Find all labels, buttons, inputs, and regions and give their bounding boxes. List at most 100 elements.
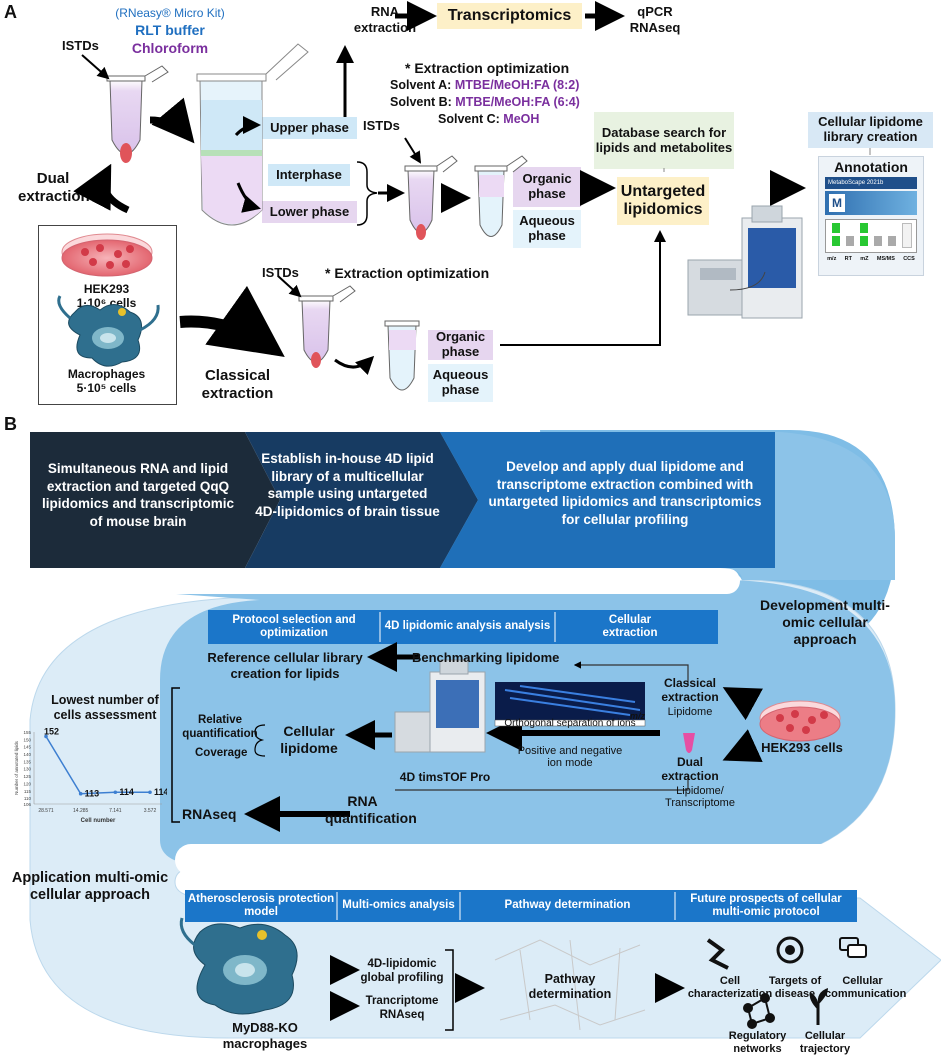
rnaseq-label: RNAseq xyxy=(182,806,237,822)
coverage-label: Coverage xyxy=(195,747,248,759)
tube-3 xyxy=(474,155,528,237)
chevron-1-text: Simultaneous RNA and lipid extraction an… xyxy=(41,461,235,529)
tube-1 xyxy=(81,54,169,163)
metaboscape-bar: MetaboScape 2021b xyxy=(825,177,917,189)
ms-instrument xyxy=(687,205,803,319)
hek-cells-label: HEK293 cells xyxy=(761,740,843,755)
benchmarking-label: Benchmarking lipidome xyxy=(412,650,560,665)
header-cellular-extraction: Cellular extraction xyxy=(602,613,658,639)
transcriptomics-box: Transcriptomics xyxy=(437,3,582,29)
organic-phase-box-2: Organic phase xyxy=(428,329,493,360)
big-tube xyxy=(196,43,309,226)
myd88-label: MyD88-KO macrophages xyxy=(222,1020,308,1051)
classical-lipidome: Lipidome xyxy=(667,706,713,718)
macrophage-icon xyxy=(57,295,160,367)
transcriptome-label: Trancriptome RNAseq xyxy=(365,995,439,1021)
lipidome-library-box: Cellular lipidome library creation xyxy=(808,112,933,148)
chart-point xyxy=(44,734,48,739)
kit-label: (RNeasy® Micro Kit) xyxy=(115,6,225,20)
header-future: Future prospects of cellular multi-omic … xyxy=(690,892,842,918)
chart-data-label: 114 xyxy=(119,787,134,797)
chart-y-tick: 130 xyxy=(23,767,31,772)
chart-x-label: Cell number xyxy=(81,818,116,824)
solvent-b: Solvent B: MTBE/MeOH:FA (6:4) xyxy=(390,95,580,109)
interphase-box: Interphase xyxy=(268,164,350,186)
chart-x-tick: 14.285 xyxy=(73,808,89,814)
chart-data-label: 114 xyxy=(154,787,167,797)
chart-x-tick: 3.572 xyxy=(144,808,157,814)
lowest-cells-title: Lowest number of cells assessment xyxy=(51,693,159,722)
panel-b-graphics xyxy=(29,430,941,1039)
chart-y-tick: 135 xyxy=(23,759,31,764)
lower-phase-box: Lower phase xyxy=(262,201,357,223)
chart-y-tick: 140 xyxy=(23,752,31,757)
prospect-targets: Targets of disease xyxy=(768,975,822,1001)
hek-dish-icon-b xyxy=(759,700,841,742)
chart-y-label: Number of annotated lipids xyxy=(14,740,19,795)
istds-label-2: ISTDs xyxy=(363,118,400,133)
annotation-title: Annotation xyxy=(834,159,908,175)
network-icon xyxy=(743,993,775,1029)
tube-4 xyxy=(277,275,356,368)
header-multi-omics: Multi-omics analysis xyxy=(342,899,455,912)
pathway-label: Pathway determination xyxy=(528,972,612,1001)
panel-a-graphics xyxy=(57,1,871,391)
profiling-label: 4D-lipidomic global profiling xyxy=(360,958,444,984)
chart-data-label: 152 xyxy=(44,726,59,736)
organic-phase-box-1: Organic phase xyxy=(513,167,581,207)
chart-y-tick: 120 xyxy=(23,781,31,786)
cellular-lipidome-label: Cellular lipidome xyxy=(280,723,338,756)
chart-y-tick: 155 xyxy=(23,730,31,735)
development-title: Development multi-omic cellular approach xyxy=(760,597,890,647)
prospect-communication: Cellular communication xyxy=(825,975,907,1001)
chart-y-tick: 125 xyxy=(23,774,31,779)
lowest-cells-chart: 106110115120125130135140145150155Number … xyxy=(14,726,167,824)
tube-5 xyxy=(384,320,420,391)
aqueous-phase-box-2: Aqueous phase xyxy=(428,364,493,402)
metaboscape-banner: M xyxy=(825,191,917,215)
target-icon xyxy=(776,936,804,964)
chart-y-tick: 145 xyxy=(23,745,31,750)
annotation-grid xyxy=(825,219,917,253)
solvent-a: Solvent A: MTBE/MeOH:FA (8:2) xyxy=(390,78,580,92)
panel-b-letter: B xyxy=(4,414,17,434)
mz-label: m/z xyxy=(630,711,646,721)
chart-point xyxy=(78,791,83,796)
header-atherosclerosis: Atherosclerosis protection model xyxy=(187,892,335,918)
orthogonal-label: Orthogonal separation of ions xyxy=(504,718,636,729)
relative-quant-label: Relative quantification xyxy=(182,714,258,740)
chart-y-tick: 150 xyxy=(23,737,31,742)
prospect-trajectory: Cellular trajectory xyxy=(799,1030,851,1056)
chloroform-label: Chloroform xyxy=(131,40,209,56)
panel-a-letter: A xyxy=(4,2,17,22)
chevron-2-text: Establish in-house 4D lipid library of a… xyxy=(255,451,440,519)
classical-extraction-b: Classical extraction xyxy=(661,676,719,705)
istds-label-3: ISTDs xyxy=(262,265,299,280)
chart-point xyxy=(113,790,118,795)
chart-y-tick: 106 xyxy=(23,802,31,807)
header-4d-analysis: 4D lipidomic analysis analysis xyxy=(384,620,551,633)
header-protocol: Protocol selection and optimization xyxy=(232,613,356,639)
reference-library-label: Reference cellular library creation for … xyxy=(207,650,363,681)
database-search-box: Database search for lipids and metabolit… xyxy=(594,112,734,169)
untargeted-lipidomics-box: Untargeted lipidomics xyxy=(617,177,709,225)
cell-characterization-icon xyxy=(706,938,729,970)
chart-data-label: 113 xyxy=(85,789,100,799)
timstof-instrument xyxy=(394,659,486,753)
macrophage-icon-b xyxy=(179,917,298,1015)
timstof-label: 4D timsTOF Pro xyxy=(399,770,491,784)
chart-x-tick: 28.571 xyxy=(38,808,54,814)
prospect-cell-characterization: Cell characterization xyxy=(687,975,773,1001)
communication-icon xyxy=(839,937,867,958)
chart-series-line xyxy=(45,736,150,795)
rlt-buffer-label: RLT buffer xyxy=(135,22,205,38)
istds-label-1: ISTDs xyxy=(62,38,99,53)
application-title: Application multi-omic cellular approach xyxy=(11,870,169,903)
dual-extraction-b: Dual extraction xyxy=(661,755,719,784)
